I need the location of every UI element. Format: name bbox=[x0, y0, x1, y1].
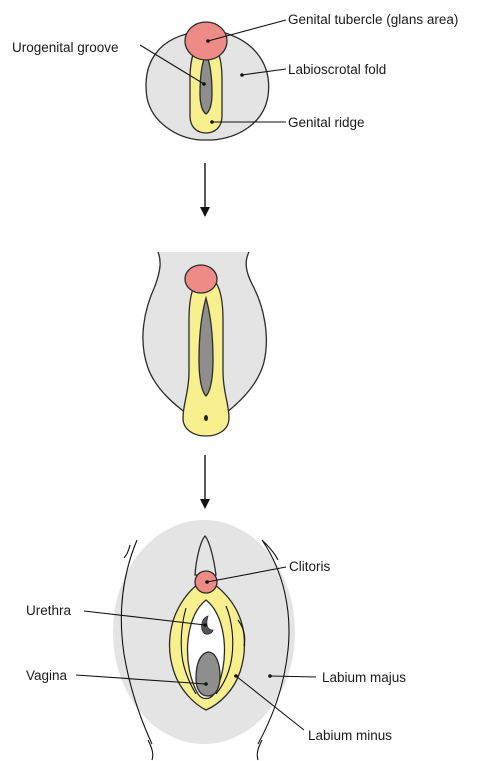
leader-dot bbox=[210, 120, 214, 124]
label-genital-tubercle: Genital tubercle (glans area) bbox=[288, 12, 458, 27]
stage-3-female: Clitoris Urethra Vagina Labium majus Lab… bbox=[26, 520, 406, 760]
label-vagina: Vagina bbox=[26, 668, 68, 683]
leader-dot bbox=[203, 623, 207, 627]
leader-dot bbox=[234, 674, 238, 678]
label-urogenital-groove: Urogenital groove bbox=[12, 40, 119, 55]
urogenital-opening bbox=[204, 415, 208, 421]
label-clitoris: Clitoris bbox=[289, 559, 331, 574]
leader-dot bbox=[202, 82, 206, 86]
leader-dot bbox=[204, 682, 208, 686]
label-genital-ridge: Genital ridge bbox=[288, 115, 365, 130]
leader-dot bbox=[240, 73, 244, 77]
label-labium-majus: Labium majus bbox=[322, 670, 406, 685]
label-labioscrotal-fold: Labioscrotal fold bbox=[288, 62, 386, 77]
genital-tubercle-glans bbox=[185, 22, 227, 60]
leader-dot bbox=[206, 39, 210, 43]
leader-dot bbox=[205, 580, 209, 584]
genital-tubercle-glans bbox=[185, 265, 217, 293]
stage-2-intermediate bbox=[143, 252, 266, 436]
left-thigh-edge bbox=[124, 545, 130, 558]
vaginal-opening bbox=[196, 652, 220, 696]
label-urethra: Urethra bbox=[26, 603, 72, 618]
stage-1-indifferent: Genital tubercle (glans area) Urogenital… bbox=[12, 12, 458, 140]
leader-dot bbox=[268, 674, 272, 678]
label-labium-minus: Labium minus bbox=[308, 728, 392, 743]
